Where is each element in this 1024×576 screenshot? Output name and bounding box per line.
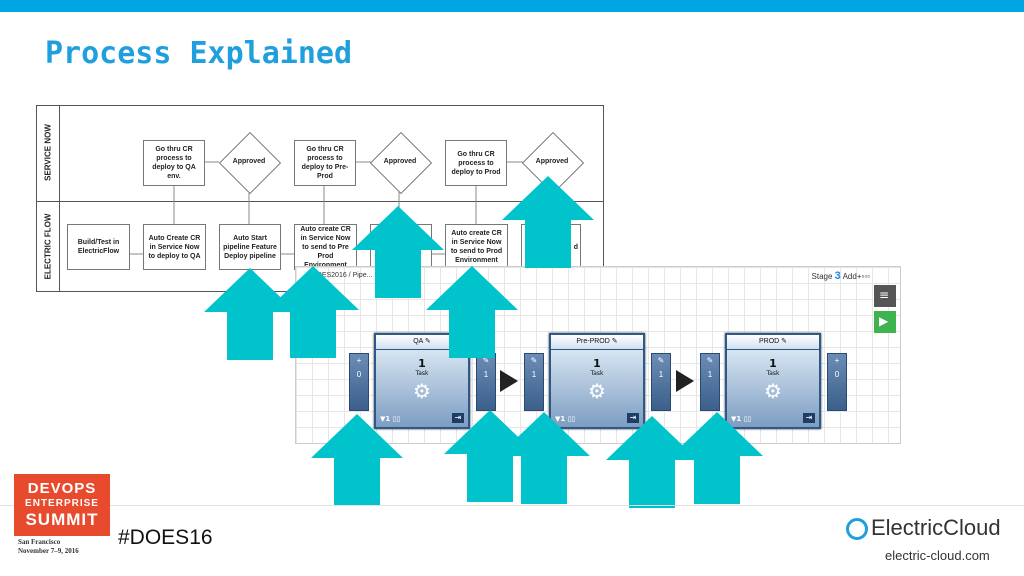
electric-cloud-logo: ElectricCloud xyxy=(846,515,1001,541)
cr-box-prod: Go thru CR process to deploy to Prod xyxy=(445,140,507,186)
play-icon: ▶ xyxy=(879,314,889,328)
gate-count: 1 xyxy=(483,370,489,379)
stage-card-prod[interactable]: PROD ✎ 1 Task ⚙ ▼1 ▯▯ ⇥ xyxy=(725,333,821,429)
build-test-box: Build/Test in ElectricFlow xyxy=(67,224,130,270)
stage-footer: ▼1 ▯▯ xyxy=(555,415,576,423)
up-arrow-icon xyxy=(502,176,594,268)
cr-box-qa: Go thru CR process to deploy to QA env. xyxy=(143,140,205,186)
up-arrow-icon xyxy=(671,412,763,504)
gate-count: 0 xyxy=(356,370,362,379)
task-count: 1 xyxy=(593,357,601,370)
company-name: ElectricCloud xyxy=(871,515,1001,540)
stage-card-qa[interactable]: QA ✎ 1 Task ⚙ ▼1 ▯▯ ⇥ xyxy=(374,333,470,429)
entry-gate-preprod[interactable]: ✎1 xyxy=(524,353,544,411)
entry-gate-qa[interactable]: +0 xyxy=(349,353,369,411)
hamburger-icon: ≡ xyxy=(879,288,890,302)
exit-gate-preprod[interactable]: ✎1 xyxy=(651,353,671,411)
task-count: 1 xyxy=(769,357,777,370)
slide-title: Process Explained xyxy=(45,36,353,71)
stage-header: PROD ✎ xyxy=(727,335,819,350)
company-url: electric-cloud.com xyxy=(885,548,990,563)
decision-label-2: Approved xyxy=(383,158,417,165)
gate-top: ✎ xyxy=(530,356,538,365)
gate-count: 1 xyxy=(658,370,664,379)
logo-city: San Francisco xyxy=(18,538,61,546)
exit-icon[interactable]: ⇥ xyxy=(803,413,815,423)
stage-footer: ▼1 ▯▯ xyxy=(731,415,752,423)
top-accent-bar xyxy=(0,0,1024,12)
task-label: Task xyxy=(590,370,604,377)
up-arrow-icon xyxy=(204,268,296,360)
stage-label: Stage xyxy=(811,272,833,281)
logo-dates: November 7–9, 2016 xyxy=(18,547,79,555)
breadcrumb-text[interactable]: DOES2016 / Pipe... Feature xyxy=(311,272,399,279)
decision-label-3: Approved xyxy=(535,158,569,165)
gate-top: ✎ xyxy=(482,356,490,365)
stage-name: QA xyxy=(413,338,423,345)
gate-count: 1 xyxy=(531,370,537,379)
up-arrow-icon xyxy=(606,416,698,508)
stage-name: PROD xyxy=(758,338,780,345)
up-arrow-icon xyxy=(444,410,536,502)
task-label: Task xyxy=(415,370,429,377)
lane-divider xyxy=(37,201,603,202)
exit-icon[interactable]: ⇥ xyxy=(627,413,639,423)
logo-line-2: ENTERPRISE xyxy=(25,498,99,509)
electric-cloud-icon xyxy=(846,518,868,541)
up-arrow-icon xyxy=(352,206,444,298)
add-stage-label[interactable]: Add xyxy=(842,272,857,281)
flow-arrow-icon xyxy=(676,370,694,392)
up-arrow-icon xyxy=(426,266,518,358)
gate-top: ✎ xyxy=(706,356,714,365)
gate-count: 1 xyxy=(707,370,713,379)
cr-box-preprod: Go thru CR process to deploy to Pre-Prod xyxy=(294,140,356,186)
gear-icon: ⚙ xyxy=(588,379,606,403)
logo-line-1: DEVOPS xyxy=(27,480,97,497)
gate-top: + xyxy=(356,356,362,365)
stage-count: 3 xyxy=(834,270,841,282)
flow-arrow-icon xyxy=(500,370,518,392)
gear-icon: ⚙ xyxy=(764,379,782,403)
stage-header: QA ✎ xyxy=(376,335,468,350)
logo-band xyxy=(14,536,110,566)
exit-icon[interactable]: ⇥ xyxy=(452,413,464,423)
auto-cr-preprod-box: Auto create CR in Service Now to send to… xyxy=(294,224,357,270)
stage-header: Pre-PROD ✎ xyxy=(551,335,643,350)
stage-counter: Stage 3 Add+▫▫▫ xyxy=(812,270,870,282)
task-count: 1 xyxy=(418,357,426,370)
last-box-text-1: d xyxy=(573,243,578,251)
logo-line-3: SUMMIT xyxy=(25,510,99,529)
auto-cr-qa-box: Auto Create CR in Service Now to deploy … xyxy=(143,224,206,270)
up-arrow-icon xyxy=(498,412,590,504)
gear-icon: ⚙ xyxy=(413,379,431,403)
footer-divider xyxy=(0,505,1024,506)
run-button[interactable]: ▶ xyxy=(874,311,896,333)
menu-button[interactable]: ≡ xyxy=(874,285,896,307)
stage-card-preprod[interactable]: Pre-PROD ✎ 1 Task ⚙ ▼1 ▯▯ ⇥ xyxy=(549,333,645,429)
event-hashtag: #DOES16 xyxy=(118,526,213,549)
gate-count: 0 xyxy=(834,370,840,379)
up-arrow-icon xyxy=(267,266,359,358)
decision-label-1: Approved xyxy=(232,158,266,165)
add-stage-gate[interactable]: +0 xyxy=(827,353,847,411)
gate-top: ✎ xyxy=(657,356,665,365)
stage-footer: ▼1 ▯▯ xyxy=(380,415,401,423)
gate-top: + xyxy=(834,356,840,365)
exit-gate-qa[interactable]: ✎1 xyxy=(476,353,496,411)
up-arrow-icon xyxy=(311,414,403,506)
auto-start-pipeline-box: Auto Start pipeline Feature Deploy pipel… xyxy=(219,224,281,270)
task-label: Task xyxy=(766,370,780,377)
lane-label-column xyxy=(37,106,60,291)
stage-name: Pre-PROD xyxy=(576,338,610,345)
entry-gate-prod[interactable]: ✎1 xyxy=(700,353,720,411)
add-stage-icons[interactable]: +▫▫▫ xyxy=(856,272,870,281)
